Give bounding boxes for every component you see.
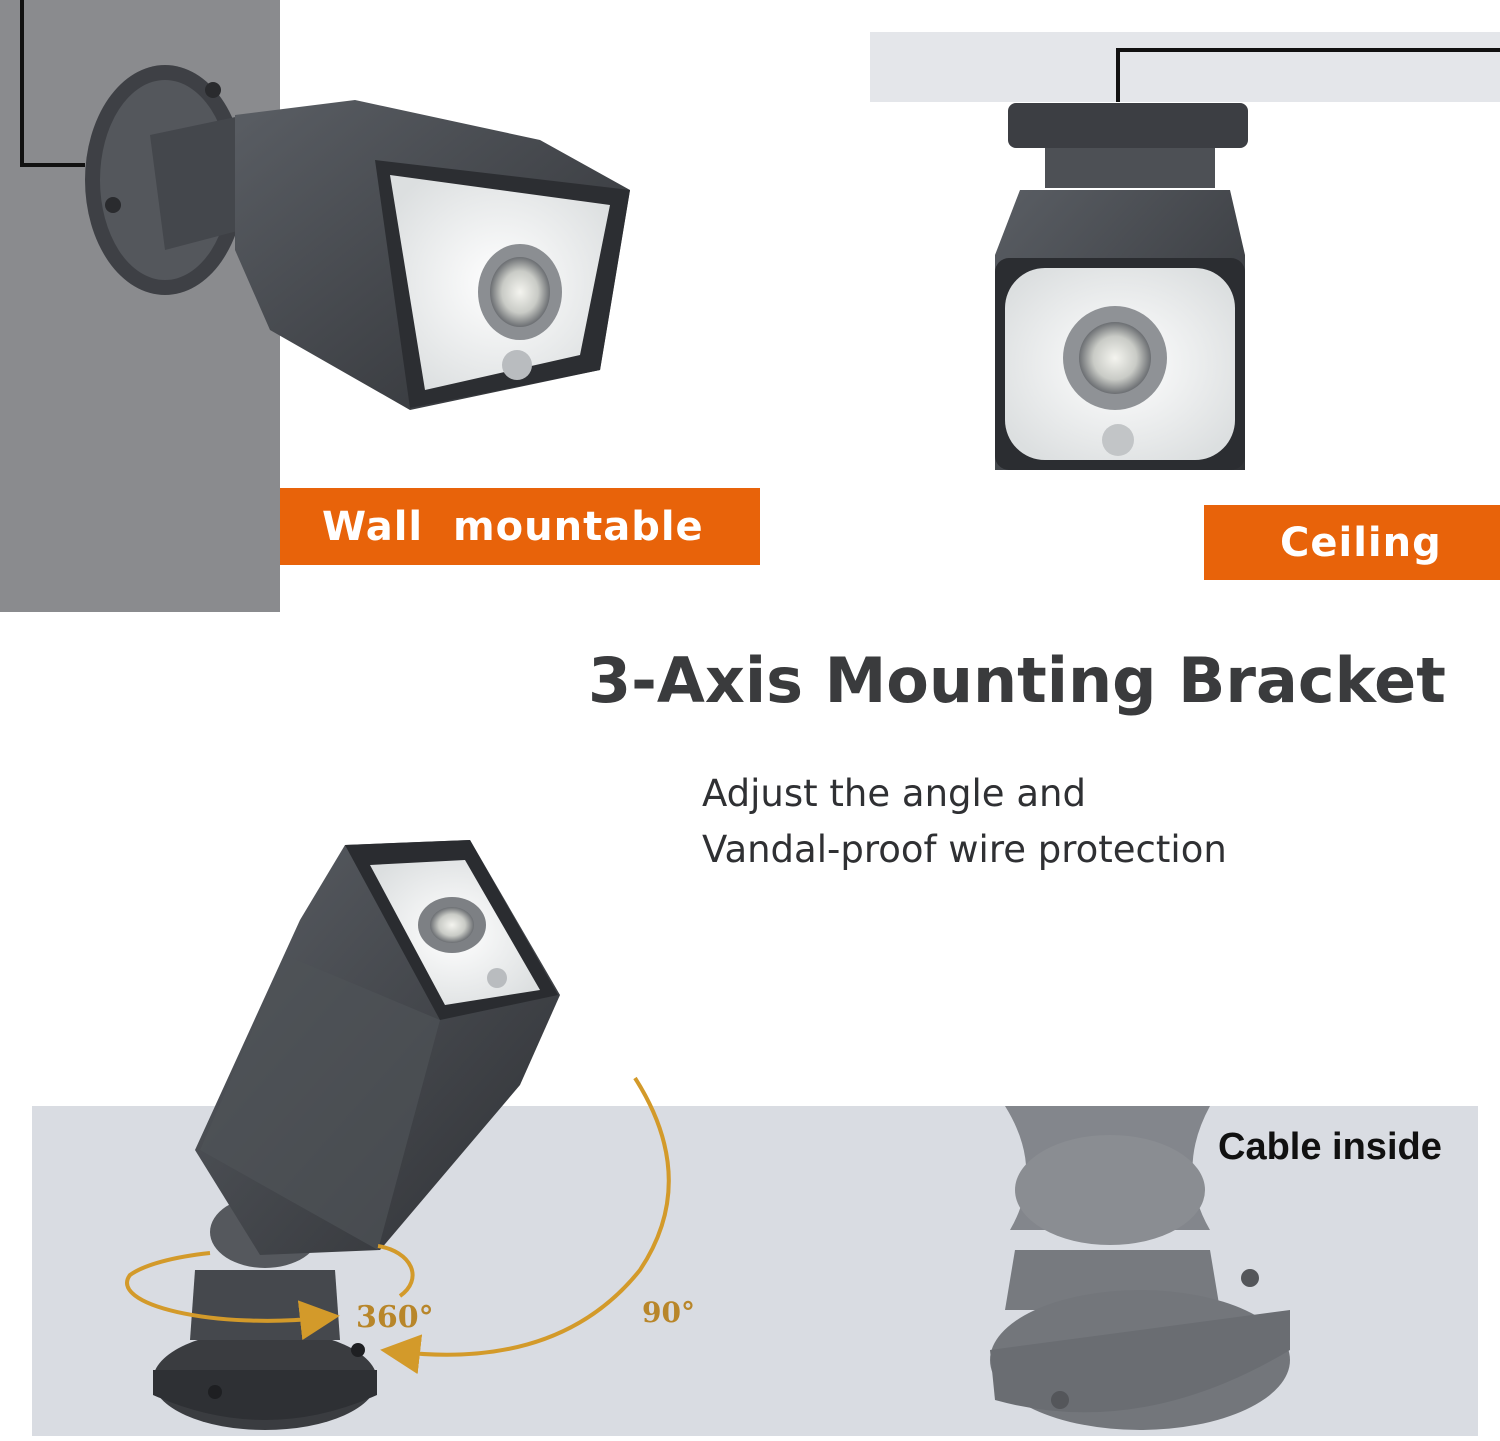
wall-camera <box>85 65 630 410</box>
wall-cable <box>20 0 85 167</box>
ceiling-camera <box>995 48 1500 470</box>
tilted-camera <box>153 840 560 1430</box>
rotation-360-label: 360° <box>356 1300 434 1335</box>
ceiling-text: Ceiling <box>1280 519 1442 566</box>
subtitle-line-2: Vandal-proof wire protection <box>702 828 1227 871</box>
ceiling-surface <box>870 32 1500 102</box>
ceiling-label: Ceiling <box>1204 505 1500 580</box>
rotation-90-label: 90° <box>642 1296 695 1329</box>
subtitle-line-1: Adjust the angle and <box>702 772 1086 815</box>
page-title: 3-Axis Mounting Bracket <box>588 644 1446 717</box>
wall-mountable-label: Wall mountable <box>280 488 760 565</box>
cable-inside-label: Cable inside <box>1218 1126 1442 1168</box>
rotation-arrows <box>125 1076 671 1375</box>
wall-mountable-text: Wall mountable <box>322 503 704 550</box>
cable-inside-bracket <box>990 1106 1290 1430</box>
